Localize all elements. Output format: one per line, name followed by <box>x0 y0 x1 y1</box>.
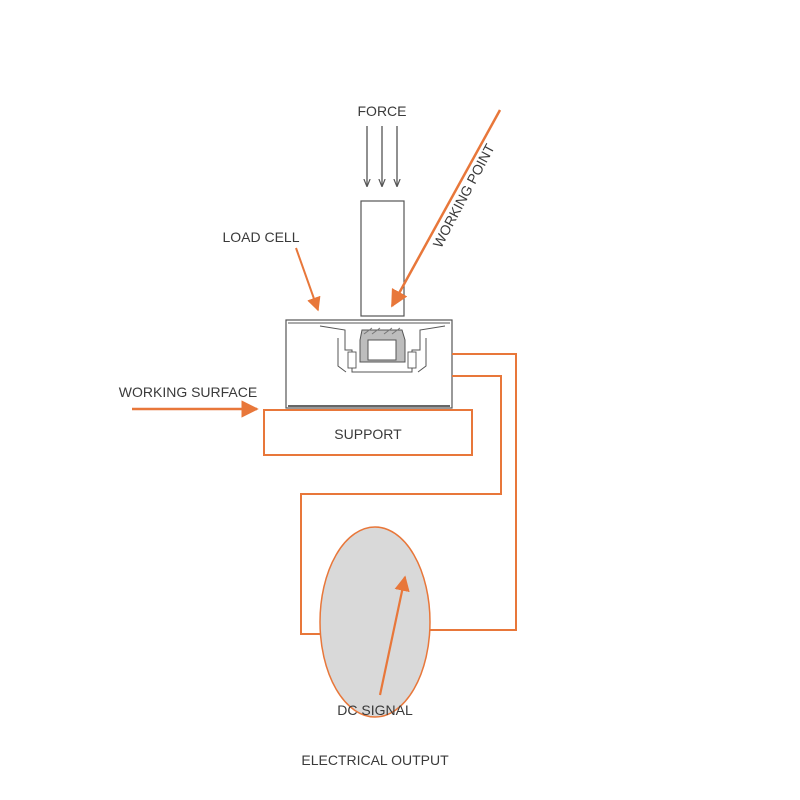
force-label: FORCE <box>358 103 407 119</box>
signal-wires <box>300 353 517 635</box>
dc-signal-gauge <box>319 526 431 718</box>
support-block <box>263 409 473 456</box>
gauge-needle <box>378 575 410 696</box>
dc-signal-label: DC SIGNAL <box>337 702 413 718</box>
load-cell-body <box>285 319 453 409</box>
support-label: SUPPORT <box>334 426 402 442</box>
load-cell-label: LOAD CELL <box>222 229 299 245</box>
working-point-label: WORKING POINT <box>429 141 497 251</box>
force-arrows <box>367 126 397 186</box>
force-post <box>360 200 405 317</box>
electrical-output-label: ELECTRICAL OUTPUT <box>301 752 449 768</box>
working-point-arrow <box>390 109 502 308</box>
load-cell-arrow <box>295 247 321 312</box>
working-surface-label: WORKING SURFACE <box>119 384 257 400</box>
